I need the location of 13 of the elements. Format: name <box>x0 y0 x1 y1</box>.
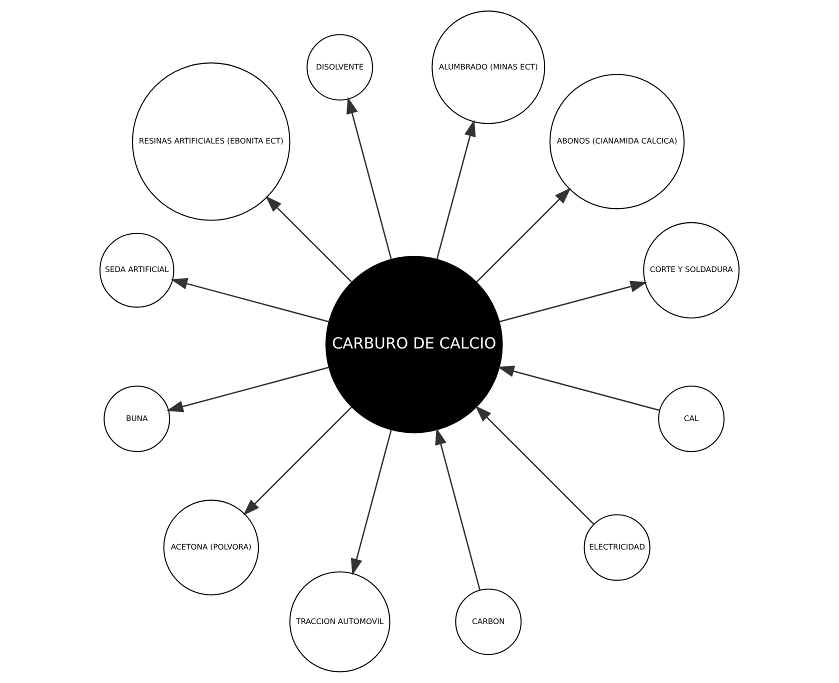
arrow <box>350 430 392 576</box>
arrow <box>265 196 352 282</box>
node-circle: CARBURO DE CALCIO <box>325 256 503 434</box>
arrow <box>436 120 476 260</box>
arrow <box>243 406 352 516</box>
arrow <box>499 280 648 322</box>
arrow <box>170 278 329 322</box>
arrow <box>476 188 572 282</box>
arrow <box>346 97 392 260</box>
arrow <box>435 428 481 590</box>
arrow <box>475 406 594 525</box>
arrow <box>498 366 660 411</box>
arrow <box>166 366 329 412</box>
